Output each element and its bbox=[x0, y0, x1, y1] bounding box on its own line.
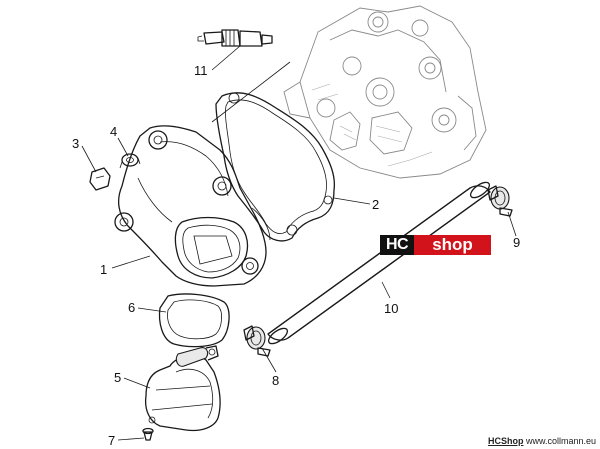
outlet-gasket bbox=[158, 293, 230, 348]
callout-labels: 11 4 3 2 9 1 10 6 5 8 7 bbox=[72, 63, 520, 448]
callout-10: 10 bbox=[384, 301, 398, 316]
cylinder-head bbox=[283, 5, 487, 179]
footer-url: www.collmann.eu bbox=[525, 436, 596, 446]
breather-hose bbox=[267, 181, 491, 345]
callout-9: 9 bbox=[513, 235, 520, 250]
spark-plug bbox=[197, 29, 273, 47]
hcshop-logo: HC shop bbox=[380, 235, 491, 255]
footer-credit: HCShop www.collmann.eu bbox=[488, 436, 596, 446]
bolt bbox=[89, 167, 111, 191]
footer-brand: HCShop bbox=[487, 436, 524, 446]
hose-clamp-lower bbox=[243, 325, 271, 357]
washer bbox=[119, 153, 141, 169]
breather-housing bbox=[144, 345, 221, 432]
leader-lines bbox=[81, 45, 517, 441]
callout-1: 1 bbox=[100, 262, 107, 277]
callout-11: 11 bbox=[194, 63, 208, 78]
callout-2: 2 bbox=[372, 197, 379, 212]
logo-hc: HC bbox=[380, 235, 414, 255]
valve-cover bbox=[114, 125, 271, 287]
callout-6: 6 bbox=[128, 300, 135, 315]
callout-8: 8 bbox=[272, 373, 279, 388]
valve-cover-gasket bbox=[215, 92, 336, 242]
logo-shop: shop bbox=[414, 235, 491, 255]
callout-7: 7 bbox=[108, 433, 115, 448]
callout-4: 4 bbox=[110, 124, 117, 139]
callout-3: 3 bbox=[72, 136, 79, 151]
screw bbox=[142, 427, 154, 441]
hose-clamp-upper bbox=[487, 185, 513, 217]
callout-5: 5 bbox=[114, 370, 121, 385]
